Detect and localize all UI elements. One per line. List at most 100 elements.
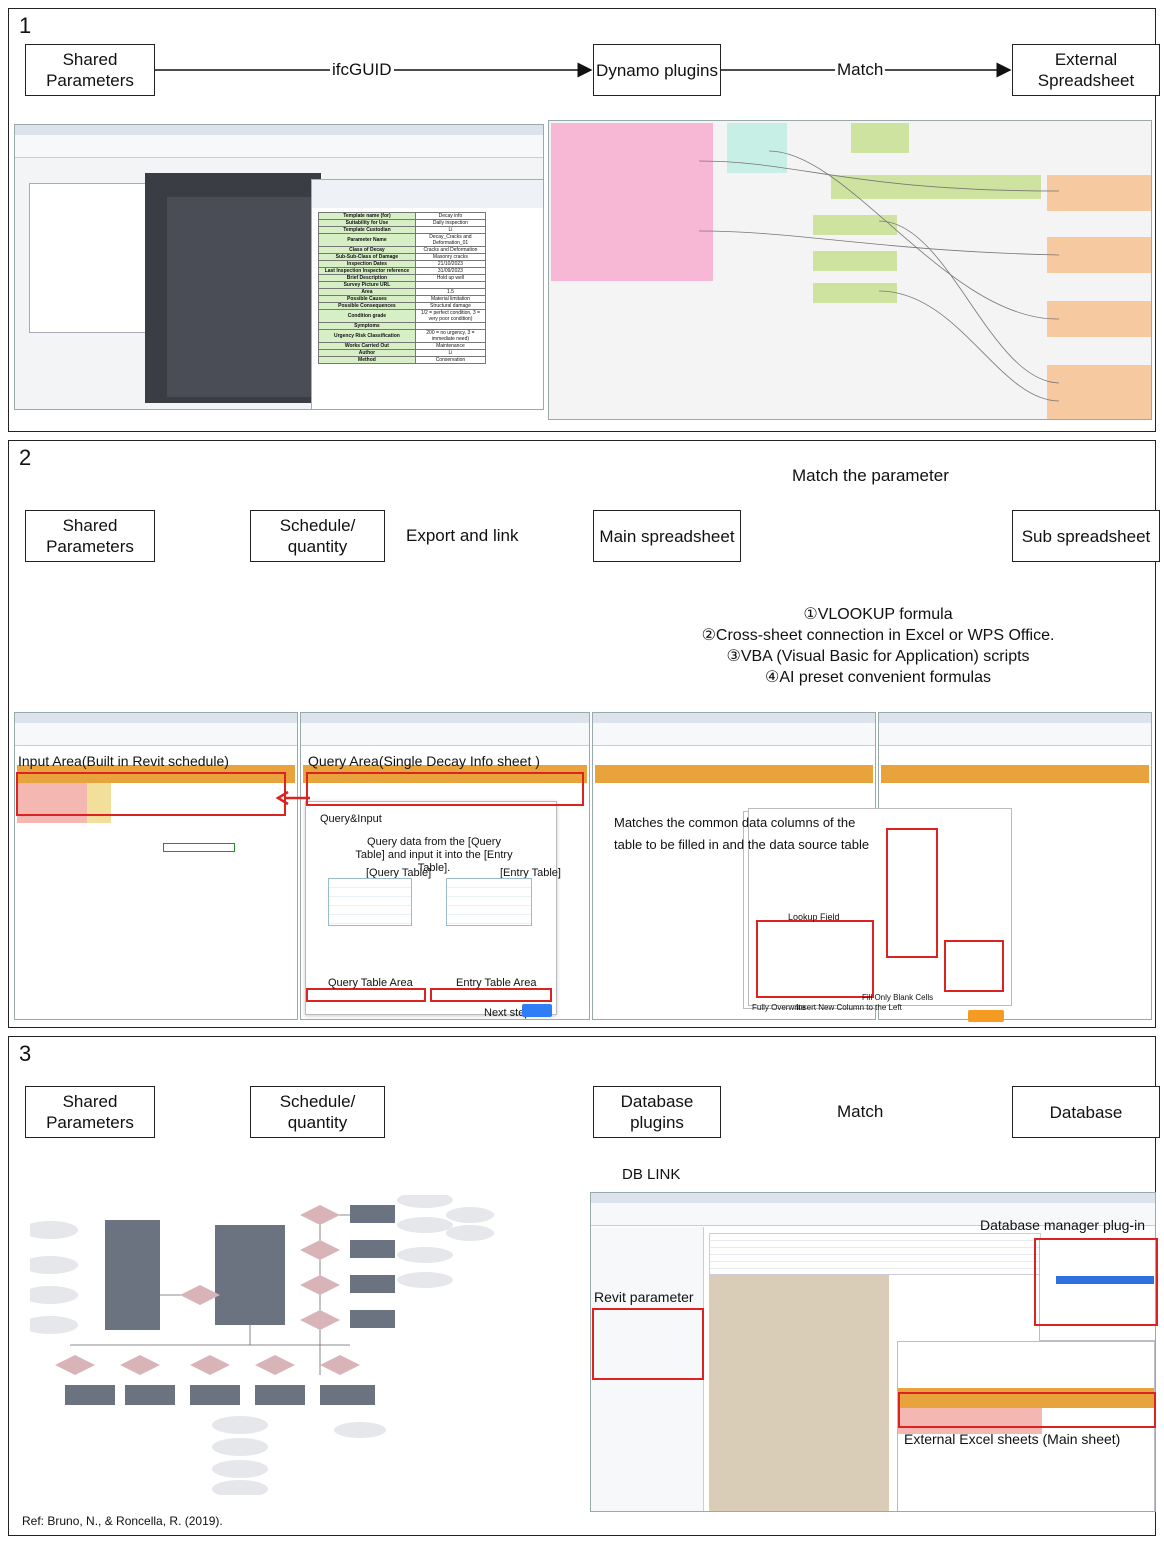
label-input-area: Input Area(Built in Revit schedule) [18, 753, 229, 769]
query-area-box [306, 772, 584, 806]
dynamo-canvas-mini [167, 197, 317, 397]
node-database-plugins: Database plugins [593, 1086, 721, 1138]
dynamo-wires [698, 150, 1060, 402]
label-insert-new-column: Insert New Column to the Left [796, 1003, 902, 1012]
lookup-middle-box [886, 828, 938, 958]
revit-param-box [592, 1308, 704, 1380]
sheet-value-cell: Hold up well [414, 274, 487, 282]
node-dynamo-plugins: Dynamo plugins [593, 44, 721, 96]
sheet-row: Survey Picture URL [318, 281, 487, 289]
viewport-3d [709, 1275, 889, 1511]
properties-pane [29, 183, 149, 333]
sheet-label-cell: Urgency Risk Classification [318, 329, 416, 343]
next-step-button[interactable] [522, 1004, 552, 1017]
dynamo-group-peach [1047, 301, 1151, 337]
sheet-value-cell: Decay_Cracks and Deformation_01 [414, 233, 487, 247]
sheet-value-cell [414, 322, 487, 330]
connector-match: Match [835, 1102, 886, 1122]
sheet-value-cell: 1/2 = perfect condition, 3 = very poor c… [414, 309, 487, 323]
revit-db-screenshot [590, 1192, 1156, 1512]
dynamo-graph [548, 120, 1152, 420]
sheet-label-cell: Template Custodian [318, 226, 416, 234]
sheet-row: Template name (for)Decay info [318, 212, 487, 220]
label-lookup-field: Lookup Field [788, 912, 840, 922]
dynamo-group-green [813, 215, 897, 235]
methods-list: ①VLOOKUP formula ②Cross-sheet connection… [662, 604, 1094, 688]
sheet-value-cell: Cracks and Deformation [414, 246, 487, 254]
sheet-label-cell: Suitability for Use [318, 219, 416, 227]
label-matches: Matches the common data columns of the t… [614, 815, 870, 852]
sheet-value-cell [414, 281, 487, 289]
label-query-area: Query Area(Single Decay Info sheet ) [308, 753, 540, 769]
sheet-value-cell: Structural damage [414, 302, 487, 310]
confirm-button[interactable] [968, 1010, 1004, 1022]
next-step-label: Next step [484, 1007, 531, 1019]
label-query-table-area: Query Table Area [328, 977, 413, 989]
label-entry-table-area: Entry Table Area [456, 977, 537, 989]
panel-number: 2 [19, 445, 32, 470]
sheet-label-cell: Parameter Name [318, 233, 416, 247]
sheet-value-cell: 31/09/2023 [414, 267, 487, 275]
dynamo-group-peach [1047, 175, 1151, 211]
label-external-excel: External Excel sheets (Main sheet) [904, 1431, 1121, 1447]
label-query-table: [Query Table] [366, 867, 432, 879]
reference: Ref: Bruno, N., & Roncella, R. (2019). [22, 1514, 223, 1528]
sheet-label-cell: Sub-Sub-Class of Damage [318, 253, 416, 261]
sheet-label-cell: Condition grade [318, 309, 416, 323]
label-query-desc: Query data from the [Query Table] and in… [355, 836, 513, 874]
query-table-grid [328, 878, 412, 926]
dynamo-group-green [813, 251, 897, 271]
db-link-label: DB LINK [622, 1166, 681, 1183]
node-sub-spreadsheet: Sub spreadsheet [1012, 510, 1160, 562]
sheet-value-cell: Material limitation [414, 295, 487, 303]
lookup-right-box [944, 940, 1004, 992]
label-db-manager: Database manager plug-in [980, 1217, 1145, 1233]
sheet-label-cell: Works Carried Out [318, 342, 416, 350]
sheet-value-cell: Li [414, 349, 487, 357]
db-manager-box [1034, 1238, 1158, 1326]
sheet-label-cell: Method [318, 356, 416, 364]
sheet-value-cell: Li [414, 226, 487, 234]
sheet-label-cell: Possible Consequences [318, 302, 416, 310]
connector-match-parameter: Match the parameter [790, 466, 951, 486]
panel-number: 3 [19, 1041, 32, 1066]
node-shared-parameters: Shared Parameters [25, 44, 155, 96]
properties-pane [591, 1227, 704, 1511]
sheet-label-cell: Inspection Dates [318, 260, 416, 268]
sheet-value-cell: Daily inspection [414, 219, 487, 227]
sheet-value-cell: Masonry cracks [414, 253, 487, 261]
sheet-label-cell: Possible Causes [318, 295, 416, 303]
query-table-area-box [306, 988, 426, 1002]
wps-query-screenshot [300, 712, 590, 1020]
node-main-spreadsheet: Main spreadsheet [593, 510, 741, 562]
node-database: Database [1012, 1086, 1160, 1138]
sheet-value-cell: 1.5 [414, 288, 487, 296]
sheet-value-cell: 200 = no urgency, 3 = immediate need) [414, 329, 487, 343]
sheet-label-cell: Survey Picture URL [318, 281, 416, 289]
label-entry-table: [Entry Table] [500, 867, 561, 879]
connector-ifcguid: ifcGUID [330, 60, 394, 80]
connector-export-link: Export and link [404, 526, 521, 546]
sheet-label-cell: Template name (for) [318, 212, 416, 220]
node-shared-parameters: Shared Parameters [25, 510, 155, 562]
connector-match: Match [835, 60, 886, 80]
label-query-input: Query&Input [320, 813, 382, 825]
sheet-label-cell: Brief Description [318, 274, 416, 282]
method-ai: ④AI preset convenient formulas [764, 669, 991, 686]
sheet-label-cell: Area [318, 288, 416, 296]
